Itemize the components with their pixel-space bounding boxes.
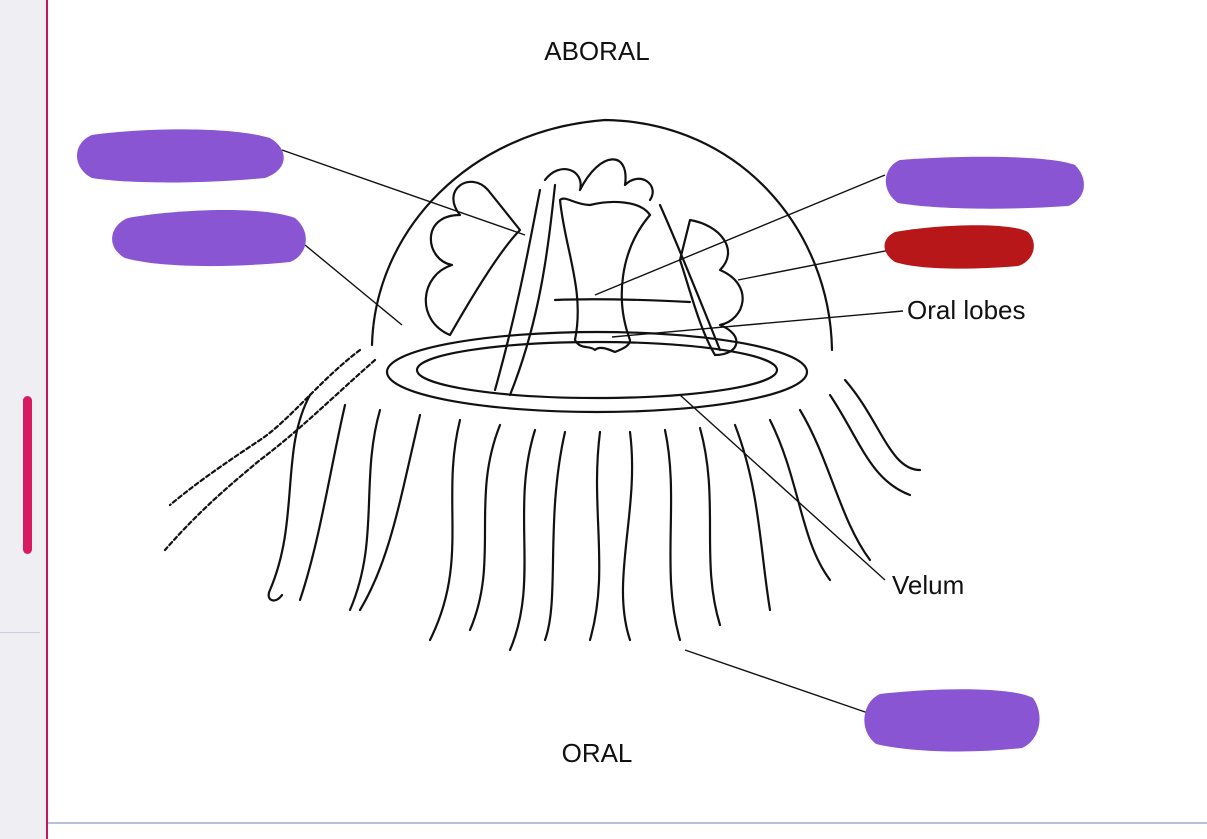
tentacle — [798, 408, 872, 562]
gutter-divider — [0, 632, 40, 633]
redacted-label — [885, 156, 1084, 209]
radial-canal-left — [493, 188, 542, 392]
manubrium — [558, 197, 652, 354]
tentacle — [267, 393, 312, 602]
aboral-label: ABORAL — [544, 36, 650, 66]
tentacle — [468, 423, 502, 632]
tentacle — [358, 413, 422, 612]
oral-label: ORAL — [562, 738, 633, 768]
leader-line — [737, 249, 891, 281]
tentacle — [298, 403, 347, 602]
inner-margin — [415, 340, 779, 400]
radial-canal-cross — [553, 298, 692, 304]
coiled-tentacle — [168, 348, 362, 507]
tentacle — [698, 426, 722, 627]
tentacle — [588, 430, 602, 642]
tentacle — [621, 430, 634, 642]
redacted-label-red — [884, 225, 1034, 269]
oral-lobes-label: Oral lobes — [907, 295, 1026, 325]
gutter-rule — [46, 0, 48, 839]
bottom-rule — [48, 822, 1207, 824]
gonad-right — [678, 218, 744, 357]
leader-line — [594, 174, 886, 296]
velum-label: Velum — [892, 570, 964, 600]
leader-line — [684, 649, 869, 714]
tentacle — [348, 408, 382, 612]
bell-margin — [385, 330, 809, 414]
redacted-label — [864, 689, 1040, 752]
coiled-tentacle — [163, 358, 377, 552]
tentacle — [768, 418, 832, 582]
tentacle — [843, 378, 922, 472]
tentacle — [663, 428, 682, 642]
leader-line — [304, 244, 403, 326]
redacted-label — [112, 210, 306, 267]
redacted-label — [77, 129, 284, 183]
tentacle — [733, 423, 772, 612]
gonad-left — [424, 180, 522, 337]
radial-canal-right — [658, 203, 722, 352]
gonad-back — [543, 158, 654, 202]
gutter-marker — [23, 396, 32, 554]
tentacle — [428, 418, 462, 642]
tentacle — [543, 430, 567, 642]
leader-line — [281, 149, 526, 236]
radial-canal-left-2 — [508, 183, 557, 397]
leader-line — [611, 310, 904, 338]
bell-outline — [370, 118, 834, 352]
tentacle — [508, 428, 537, 652]
leader-line — [679, 394, 886, 581]
tentacle — [828, 393, 912, 497]
